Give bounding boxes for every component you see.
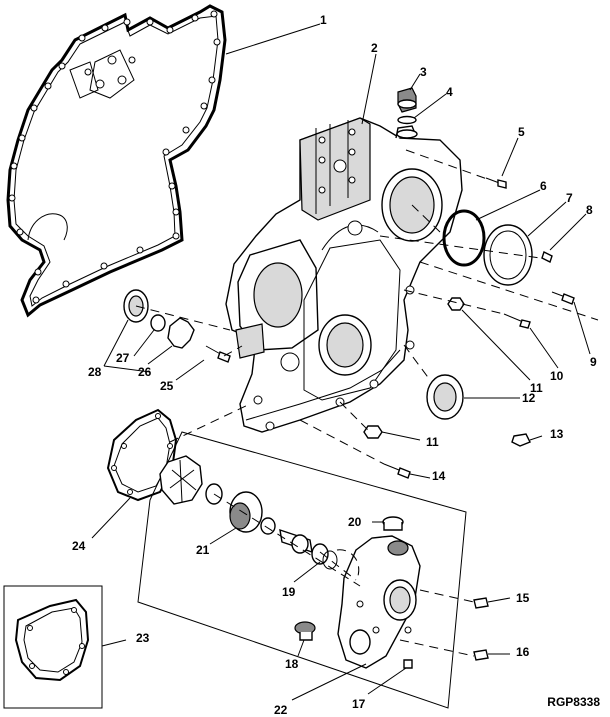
callout-28: 28 (88, 365, 102, 379)
pump-seal-19 (311, 543, 338, 570)
callout-4: 4 (446, 85, 453, 99)
gear-26 (167, 317, 195, 349)
callout-27: 27 (116, 351, 130, 365)
callout-17: 17 (352, 697, 366, 711)
callout-9: 9 (590, 355, 597, 369)
callout-12: 12 (522, 391, 536, 405)
callout-20: 20 (348, 515, 362, 529)
callout-19: 19 (282, 585, 296, 599)
cap-o-ring (397, 115, 417, 125)
callout-25: 25 (160, 379, 174, 393)
plug-20 (382, 516, 404, 531)
water-pump-group-frame (137, 431, 467, 709)
nut-11-upper (447, 297, 465, 311)
screw-8 (541, 251, 553, 263)
dowel-17 (403, 659, 413, 669)
callout-10: 10 (550, 369, 564, 383)
timing-cover-gasket (6, 4, 227, 318)
callout-21: 21 (196, 543, 210, 557)
callout-1: 1 (320, 13, 327, 27)
crankshaft-oil-seal (426, 374, 464, 420)
figure-reference-code: RGP8338 (547, 695, 600, 709)
callout-14: 14 (432, 469, 446, 483)
callout-3: 3 (420, 65, 427, 79)
callout-16: 16 (516, 645, 530, 659)
bearing-21 (205, 483, 263, 533)
cap-screw-13 (511, 433, 531, 447)
leader-lines (91, 23, 591, 701)
cover-plate-7 (483, 224, 533, 286)
callout-11-upper: 11 (530, 381, 543, 395)
water-pump-housing (337, 535, 421, 669)
cap-screw-9 (551, 291, 575, 305)
pump-shaft (260, 517, 313, 554)
callout-23: 23 (136, 631, 150, 645)
callout-11-lower: 11 (426, 435, 439, 449)
cap-screw-14 (383, 463, 411, 479)
stud-10 (503, 313, 531, 329)
impeller (159, 455, 203, 505)
callout-18: 18 (285, 657, 299, 671)
callout-15: 15 (516, 591, 530, 605)
cap-screw-25 (205, 345, 231, 363)
timing-gear-cover (225, 117, 463, 433)
callout-6: 6 (540, 179, 547, 193)
callout-7: 7 (566, 191, 573, 205)
bushing-27 (150, 314, 166, 332)
oil-filler-cap (397, 87, 417, 113)
cap-screw-16 (473, 649, 489, 661)
callout-8: 8 (586, 203, 593, 217)
seal-ring-6 (442, 209, 486, 267)
nut-11-lower (363, 425, 383, 439)
cap-screw-15 (473, 597, 489, 609)
callout-24: 24 (72, 539, 86, 553)
callout-5: 5 (518, 125, 525, 139)
cap-screw-5 (485, 177, 507, 189)
plug-18 (294, 621, 316, 641)
callout-13: 13 (550, 427, 564, 441)
callout-26: 26 (138, 365, 152, 379)
callout-22: 22 (274, 703, 288, 717)
inset-detail-23 (3, 585, 103, 709)
callout-2: 2 (371, 41, 378, 55)
alignment-lines (135, 149, 599, 657)
